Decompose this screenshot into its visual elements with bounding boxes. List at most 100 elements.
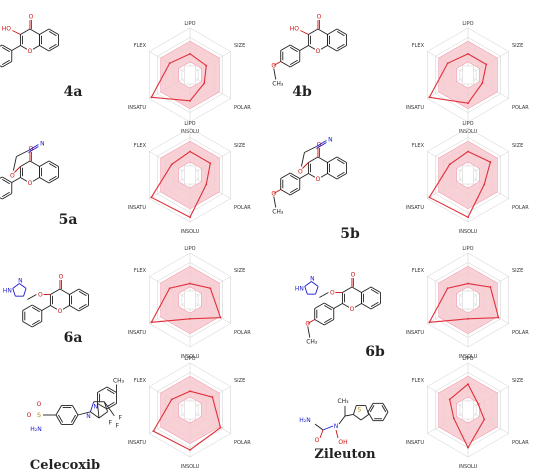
amine-group: H₂N xyxy=(30,426,41,433)
profile-point xyxy=(205,183,208,186)
compound-label: 6a xyxy=(64,330,83,346)
bond xyxy=(369,405,375,413)
bond xyxy=(299,45,309,51)
profile-point xyxy=(467,52,469,55)
bond xyxy=(12,30,21,35)
methyl-group: CH₃ xyxy=(306,339,318,346)
center-marker xyxy=(184,290,196,310)
ring-oxygen: O xyxy=(316,176,321,183)
methyl-group: CH₃ xyxy=(337,398,349,405)
center-marker xyxy=(462,65,474,85)
bond xyxy=(22,321,33,328)
center-marker xyxy=(462,165,474,185)
axis-label: LIPO xyxy=(184,356,195,362)
bond xyxy=(48,160,59,167)
axis-label: FLEX xyxy=(412,268,425,274)
bond xyxy=(98,411,108,419)
bond xyxy=(2,59,10,65)
compound-label: 5b xyxy=(340,226,360,242)
sulfur-atom: S xyxy=(357,407,361,414)
bond xyxy=(300,30,309,35)
bond xyxy=(324,317,332,323)
bond xyxy=(90,401,95,412)
bond xyxy=(336,45,347,52)
axis-label: LIPO xyxy=(462,21,473,27)
bond xyxy=(72,405,79,416)
profile-point xyxy=(428,196,431,199)
bond xyxy=(97,403,108,410)
fluorine-atom: F xyxy=(116,423,120,430)
axis-label: FLEX xyxy=(134,143,147,149)
methyl-group: CH₃ xyxy=(272,81,284,88)
ether-oxygen: O xyxy=(38,292,43,299)
bond xyxy=(290,172,300,179)
profile-point xyxy=(448,398,451,401)
bond xyxy=(382,411,389,421)
bond xyxy=(2,191,10,197)
bond xyxy=(48,28,59,35)
center-marker xyxy=(462,290,474,310)
bond xyxy=(370,286,381,293)
fluorine-atom: F xyxy=(119,415,123,422)
bond xyxy=(69,305,80,312)
bond xyxy=(48,163,57,169)
ring-oxygen: O xyxy=(28,180,33,187)
bond xyxy=(304,146,317,153)
compound-label: 4a xyxy=(64,84,83,100)
bond xyxy=(302,162,309,169)
bond xyxy=(2,193,12,200)
bond xyxy=(29,28,40,35)
bond xyxy=(290,175,298,181)
axis-label: INSATU xyxy=(406,205,425,211)
bond xyxy=(78,303,87,309)
ring-oxygen: O xyxy=(28,48,33,55)
bond xyxy=(319,429,324,439)
bond xyxy=(48,175,57,181)
profile-point xyxy=(219,426,222,429)
bond xyxy=(304,286,308,295)
methyl-group: CH₃ xyxy=(113,378,125,385)
profile-point xyxy=(467,317,469,320)
tetrazole-nitrogen: N xyxy=(310,276,315,283)
sulfonyl-oxygen: O xyxy=(37,401,42,408)
axis-label: SIZE xyxy=(234,268,245,274)
profile-point xyxy=(189,317,191,320)
carbonyl-oxygen: O xyxy=(315,437,320,444)
axis-label: INSATU xyxy=(128,105,147,111)
axis-label: SIZE xyxy=(234,143,245,149)
bond xyxy=(370,303,381,310)
bond xyxy=(299,173,309,179)
profile-point xyxy=(481,82,484,85)
axis-label: POLAR xyxy=(234,105,251,111)
profile-point xyxy=(483,418,486,421)
bond xyxy=(307,319,315,324)
bond xyxy=(351,286,362,293)
profile-point xyxy=(477,403,480,406)
hydroxylamine-nitrogen: N xyxy=(334,423,339,430)
compound-label: Celecoxib xyxy=(30,458,100,473)
bond xyxy=(381,405,387,413)
profile-point xyxy=(428,96,431,99)
optimal-band xyxy=(438,40,498,110)
bond xyxy=(97,403,100,419)
bond xyxy=(314,319,325,326)
axis-label: FLEX xyxy=(134,43,147,49)
bond xyxy=(2,47,10,53)
profile-point xyxy=(152,430,155,433)
bond xyxy=(273,196,277,208)
axis-label: SIZE xyxy=(512,43,523,49)
bond xyxy=(336,31,345,37)
axis-label: INSOLU xyxy=(459,354,478,360)
profile-point xyxy=(219,316,222,319)
optimal-band xyxy=(438,375,498,445)
bond xyxy=(0,197,3,200)
